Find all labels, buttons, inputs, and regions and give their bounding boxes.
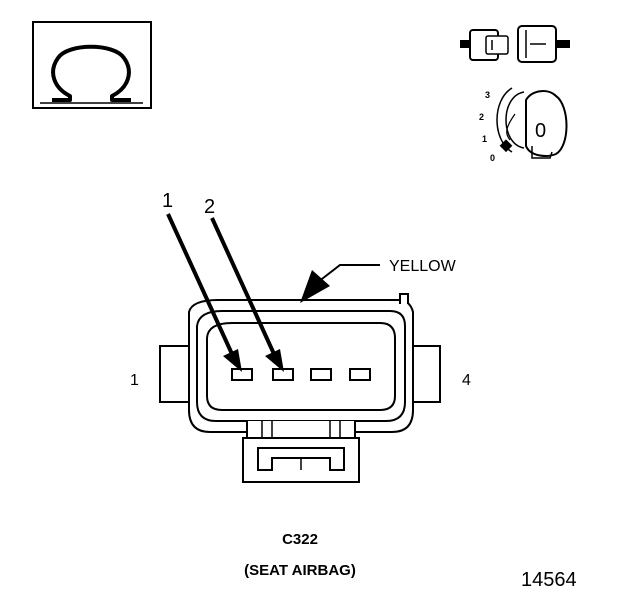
color-leader-arrow <box>300 264 380 303</box>
pointer-label-2: 2 <box>204 196 215 218</box>
terminal-4 <box>349 368 371 381</box>
pointer-label-1: 1 <box>162 190 173 212</box>
ohmmeter-symbol <box>32 21 152 109</box>
figure-number: 14564 <box>521 569 577 591</box>
terminal-3 <box>310 368 332 381</box>
connector-id: C322 <box>282 531 318 548</box>
terminal-1 <box>231 368 253 381</box>
key-position-0: 0 <box>490 153 495 163</box>
disconnect-icon <box>460 25 570 63</box>
end-label-left: 1 <box>130 372 139 389</box>
pointer-arrow-1 <box>166 213 242 372</box>
key-position-2: 2 <box>479 112 484 122</box>
connector-description: (SEAT AIRBAG) <box>244 562 356 579</box>
wire-color-label: YELLOW <box>389 258 457 275</box>
pointer-arrow-2 <box>210 217 284 372</box>
ignition-key-icon: 3 2 1 0 0 <box>479 87 568 163</box>
key-position-1: 1 <box>482 134 487 144</box>
key-position-3: 3 <box>485 90 490 100</box>
end-label-right: 4 <box>462 372 471 389</box>
key-label: 0 <box>535 120 546 142</box>
connector-body <box>159 293 441 483</box>
